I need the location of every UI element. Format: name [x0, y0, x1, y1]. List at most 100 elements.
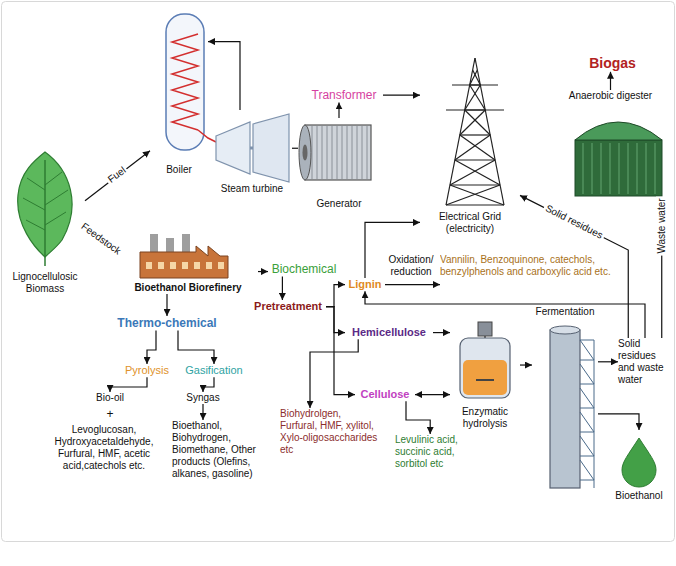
leaf-icon — [18, 152, 72, 266]
node-text: Lignin — [345, 278, 385, 291]
flow-arrow — [258, 271, 268, 272]
diagram-node: Cellulose — [355, 388, 415, 401]
node-text: Levoglucosan, Hydroxyacetaldehyde, Furfu… — [40, 424, 168, 472]
node-text: Anaerobic digester — [548, 90, 673, 102]
flow-arrow — [383, 95, 420, 96]
diagram-node: Syngas — [178, 392, 228, 404]
diagram-node: Bioethanol — [608, 430, 670, 502]
node-text: Biohydrolgen, Furfural, HMF, xylitol, Xy… — [280, 408, 380, 456]
node-text: Vannilin, Benzoquinone, catechols, benzy… — [440, 254, 616, 278]
flow-arrow — [610, 72, 611, 90]
diagram-node: Electrical Grid (electricity) — [420, 55, 520, 235]
node-text: Levulinic acid, succinic acid, sorbitol … — [395, 434, 483, 470]
edge-label: Waste water — [656, 196, 668, 255]
flow-arrow — [326, 285, 345, 307]
flow-arrow — [433, 332, 450, 333]
diagram-node: Bio-oil — [85, 392, 135, 404]
diagram-node: Lignin — [345, 278, 385, 291]
flow-arrow — [85, 151, 150, 201]
node-text: Bioethanol, Biohydrogen, Biomethane, Oth… — [172, 420, 277, 480]
node-text: Pyrolysis — [118, 364, 176, 377]
node-text: Syngas — [178, 392, 228, 404]
edge-label: Solid residues — [542, 201, 607, 242]
drop-icon — [622, 438, 656, 487]
diagram-node: Transformer — [305, 88, 383, 102]
edge-label: Feedstock — [77, 219, 125, 258]
diagram-node: Enzymatic hydrolysis — [450, 318, 520, 430]
flow-arrow — [415, 394, 450, 395]
flow-arrow — [598, 361, 618, 362]
diagram-node: Vannilin, Benzoquinone, catechols, benzy… — [440, 254, 616, 278]
node-text: Thermo-chemical — [112, 316, 222, 330]
diagram-node: Solid residues and waste water — [618, 338, 672, 386]
factory-icon — [140, 234, 228, 278]
flow-arrow — [110, 377, 147, 392]
node-text: Gasification — [180, 364, 248, 377]
diagram-node: Lignocellulosic Biomass — [5, 150, 85, 295]
flow-arrow — [310, 339, 358, 408]
turbine-icon — [216, 114, 289, 182]
diagram-node: Biohydrolgen, Furfural, HMF, xylitol, Xy… — [280, 408, 380, 456]
flow-arrow — [178, 330, 214, 364]
diagram-node: Steam turbine — [212, 110, 292, 195]
node-text: Solid residues and waste water — [618, 338, 672, 386]
flow-arrow — [520, 364, 532, 365]
diagram-node: Pretreatment — [250, 300, 326, 313]
edge-label: Oxidation/ reduction — [382, 254, 440, 278]
diagram-node: Pyrolysis — [118, 364, 176, 377]
diagram-node: Fermentation — [532, 306, 598, 492]
edge-label: Fuel — [104, 163, 130, 186]
boiler-icon — [166, 14, 216, 150]
node-text: Generator — [298, 198, 380, 210]
node-text: Transformer — [305, 88, 383, 102]
flow-arrow — [208, 42, 240, 110]
node-text: Hemicellulose — [345, 326, 433, 339]
flow-arrow — [326, 307, 355, 395]
flow-arrow — [326, 307, 345, 333]
flow-arrow — [292, 148, 298, 149]
node-text: Lignocellulosic Biomass — [5, 271, 85, 295]
node-text: Electrical Grid (electricity) — [420, 211, 520, 235]
diagram-node: Boiler — [150, 8, 208, 176]
flow-arrow — [282, 276, 283, 300]
flow-arrow — [406, 401, 430, 434]
generator-icon — [299, 125, 371, 180]
diagram-node: Biogas — [565, 55, 660, 72]
diagram-node: Anaerobic digester — [548, 90, 673, 198]
node-text: Bio-oil — [85, 392, 135, 404]
node-text: Steam turbine — [212, 183, 292, 195]
diagram-node: Bioethanol Biorefinery — [118, 228, 258, 294]
diagram-node: Gasification — [180, 364, 248, 377]
node-text: Enzymatic hydrolysis — [450, 406, 520, 430]
flow-arrow — [338, 102, 339, 118]
flow-arrow — [203, 377, 214, 392]
node-text: Fermentation — [532, 306, 598, 318]
reactor-icon — [460, 322, 510, 398]
node-text: Boiler — [150, 164, 208, 176]
node-text: Biochemical — [268, 262, 340, 276]
node-text: Pretreatment — [250, 300, 326, 313]
node-text: Bioethanol — [608, 490, 670, 502]
diagram-node: Thermo-chemical — [112, 316, 222, 330]
flow-arrow — [202, 404, 203, 420]
digester-icon — [575, 122, 662, 196]
flow-arrow — [166, 294, 167, 316]
flow-arrow — [147, 330, 156, 364]
tower-icon — [446, 58, 504, 205]
fermenter-icon — [550, 326, 594, 488]
diagram-node: Levulinic acid, succinic acid, sorbitol … — [395, 434, 483, 470]
diagram-node: Levoglucosan, Hydroxyacetaldehyde, Furfu… — [40, 424, 168, 472]
diagram-node: Generator — [298, 118, 380, 210]
diagram-node: Biochemical — [268, 262, 340, 276]
node-text: Biogas — [565, 55, 660, 72]
node-text: Bioethanol Biorefinery — [118, 282, 258, 294]
frame — [2, 2, 675, 542]
node-text: Cellulose — [355, 388, 415, 401]
diagram-node: Hemicellulose — [345, 326, 433, 339]
diagram-node: Bioethanol, Biohydrogen, Biomethane, Oth… — [172, 420, 277, 480]
plus-sign: + — [102, 407, 118, 421]
flow-arrow — [598, 414, 639, 430]
